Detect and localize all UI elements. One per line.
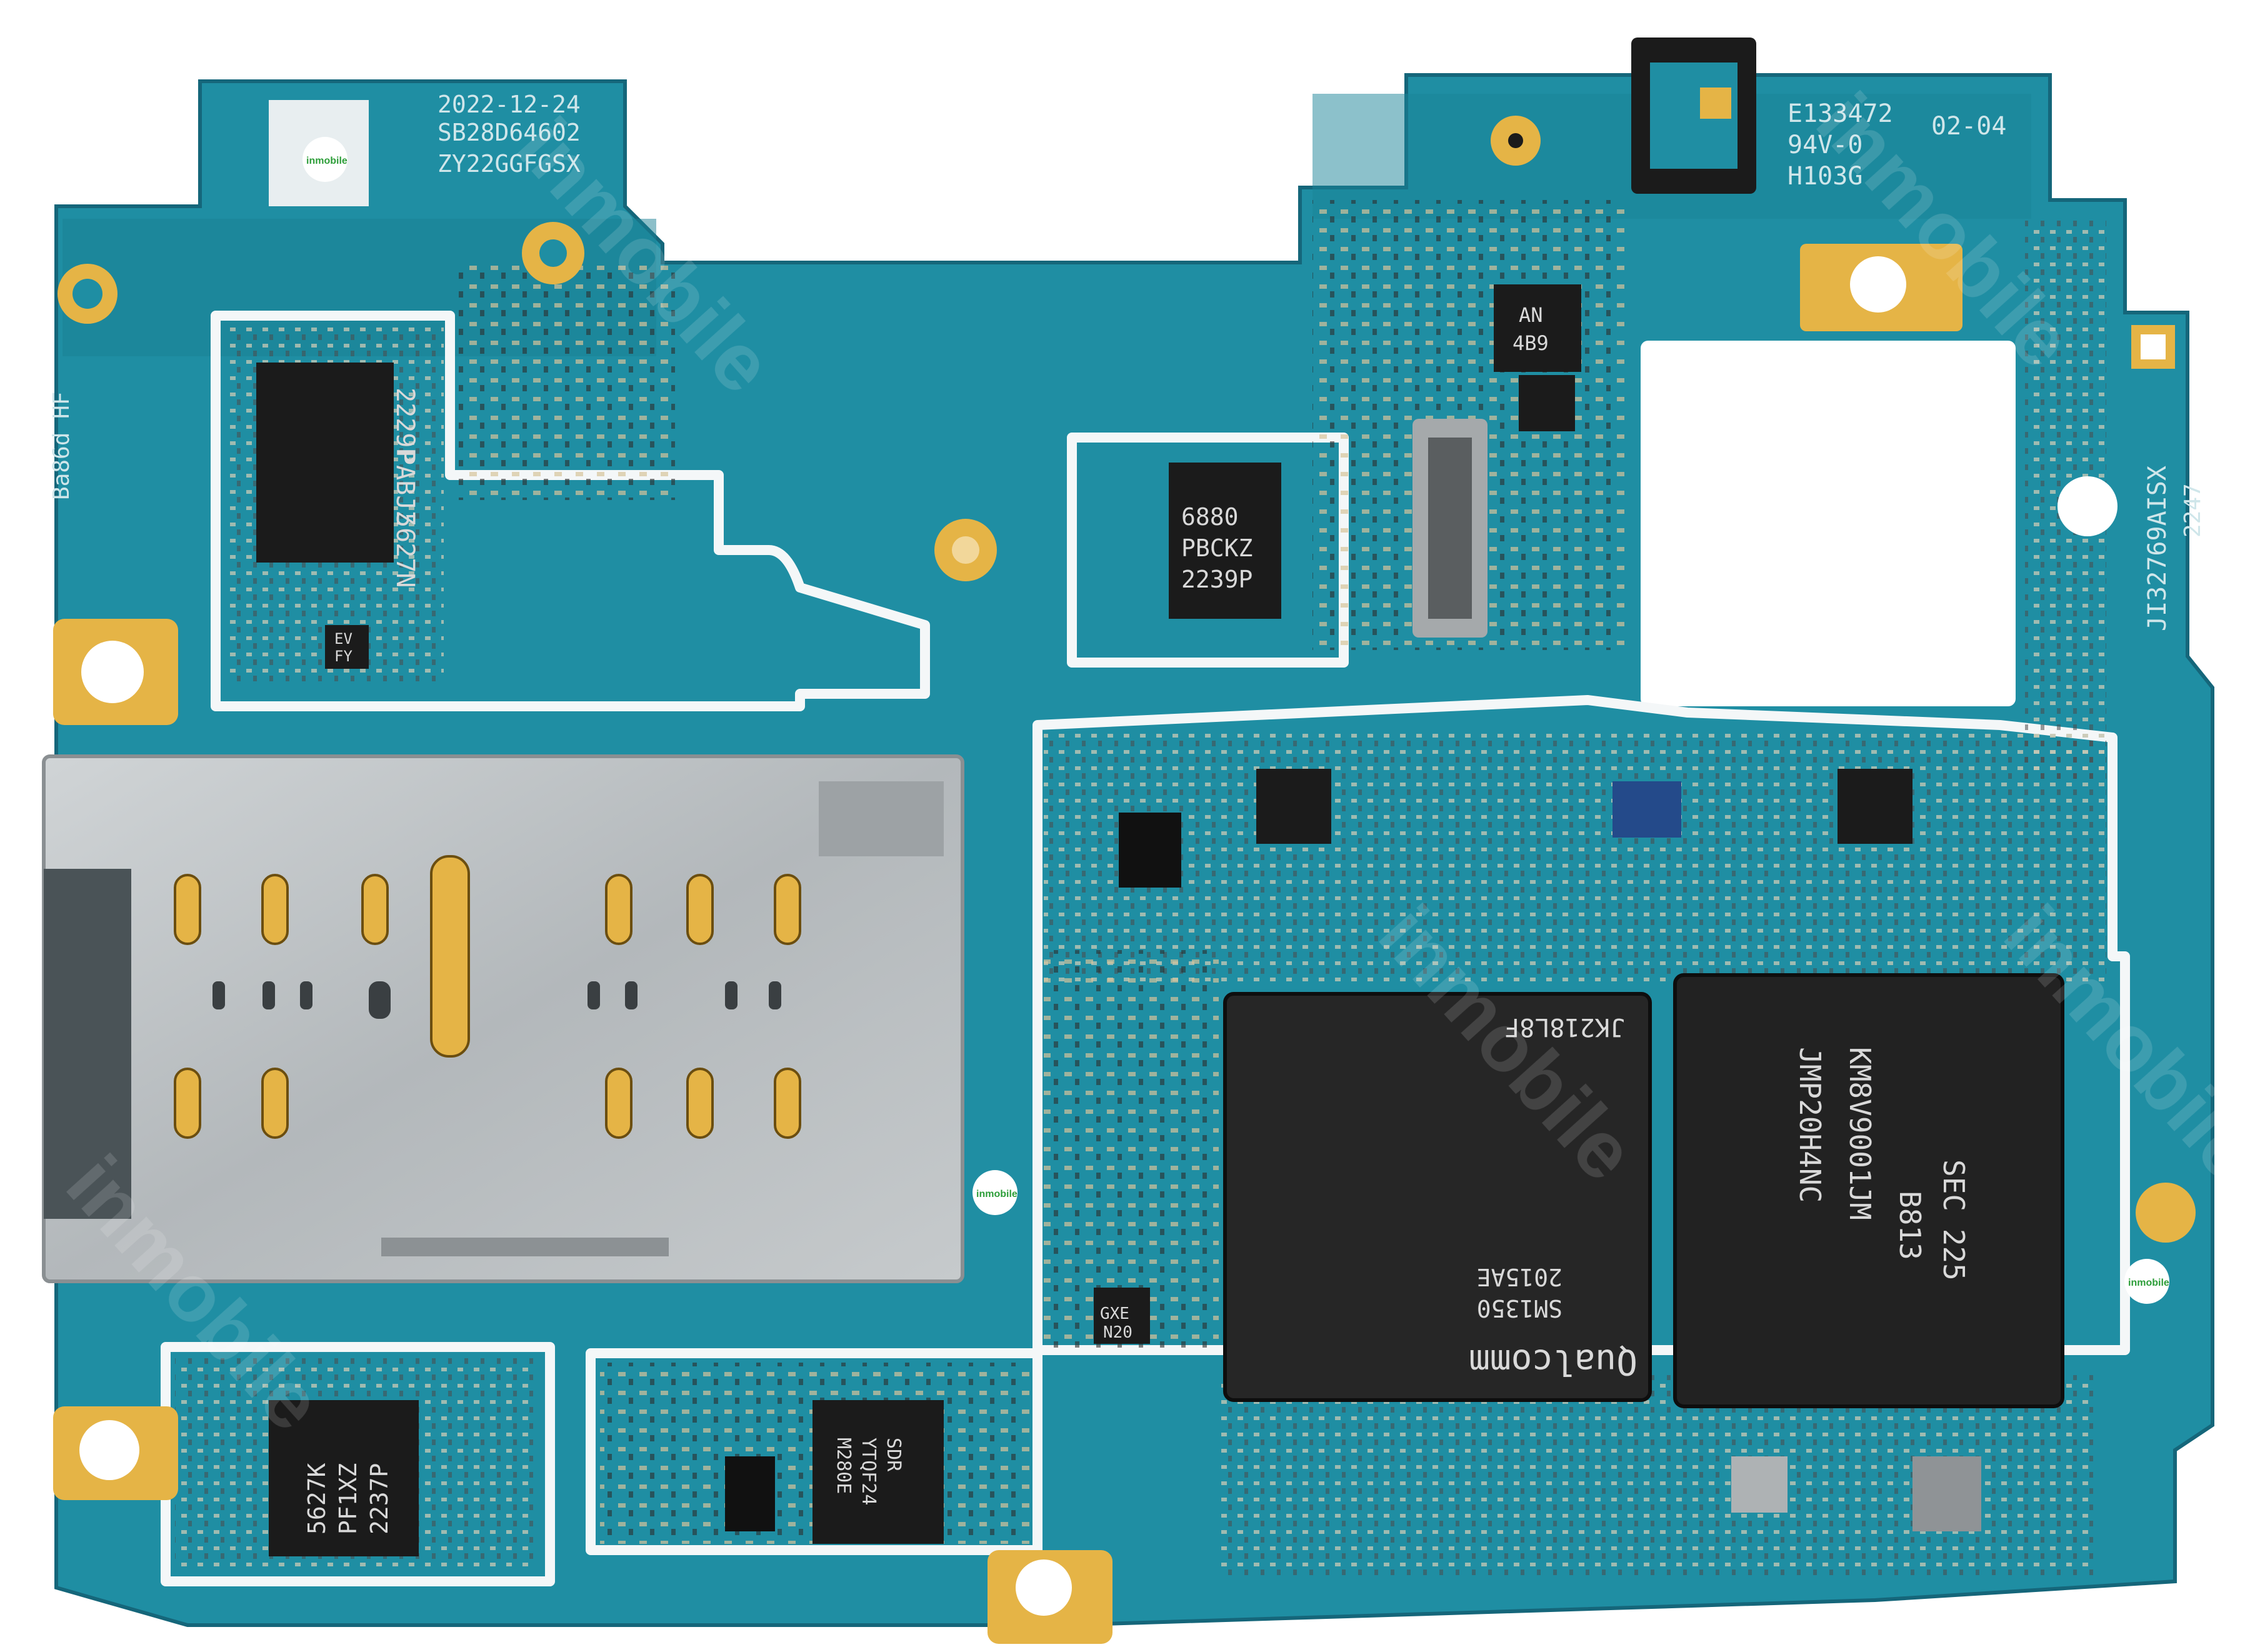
screw-hole-icon <box>2136 1183 2196 1243</box>
watermark-badge: inmobile <box>302 137 348 182</box>
chip-center-top <box>1169 463 1281 619</box>
label-cert-rating: 94V-0 <box>1788 131 1862 159</box>
screw-hole-icon <box>2058 476 2118 536</box>
screw-hole-icon <box>934 519 997 581</box>
chip-center-top-line3: 2239P <box>1181 566 1252 593</box>
connector-icon <box>1631 38 1756 194</box>
smd-components-area <box>456 263 675 500</box>
chip-gxe <box>1094 1288 1150 1344</box>
screw-hole-icon <box>988 1550 1112 1644</box>
watermark-badge-text: inmobile <box>976 1189 1018 1199</box>
small-chip <box>1612 781 1681 838</box>
label-cert-code: H103G <box>1788 162 1862 191</box>
chip-center-top-line1: 6880 <box>1181 503 1239 531</box>
chip-pmic-top-left-line2: PABJZ <box>391 450 419 525</box>
chip-ev <box>325 625 369 669</box>
screw-hole-icon <box>53 619 178 725</box>
label-cert-date: 02-04 <box>1931 112 2006 141</box>
label-code: ZY22GGFGSX <box>438 150 581 178</box>
chip-soc-line1: JK218L8F <box>1504 1013 1625 1041</box>
chip-memory <box>1673 973 2064 1408</box>
chip-bottom-center-line2: YTQF24 <box>858 1438 879 1505</box>
chip-gxe-line2: N20 <box>1103 1323 1132 1342</box>
watermark-badge-text: inmobile <box>306 156 348 166</box>
chip-pmic-bottom-left-line2: PF1XZ <box>334 1463 362 1534</box>
smd-components-area <box>1044 731 2106 981</box>
shield-frame-bottom-left <box>161 1342 555 1586</box>
small-chip <box>1838 769 1912 844</box>
chip-soc-brand: Qualcomm <box>1469 1341 1638 1382</box>
small-chip <box>1912 1456 1981 1531</box>
label-date: 2022-12-24 <box>438 91 581 118</box>
chip-top-right-small <box>1494 284 1581 372</box>
small-chip <box>1256 769 1331 844</box>
label-right-vertical-2: 2247 <box>2180 483 2206 538</box>
smd-components-area <box>1044 950 1219 1350</box>
shield-frame-center-top <box>1067 433 1349 668</box>
watermark-badge-text: inmobile <box>2128 1278 2169 1288</box>
label-left-vertical: Ba86d HF <box>49 392 74 500</box>
watermark-badge: inmobile <box>2124 1259 2169 1304</box>
small-chip <box>725 1456 775 1531</box>
chip-soc-line2: SM1350 <box>1477 1294 1562 1322</box>
chip-top-right-small-line1: AN <box>1519 303 1543 327</box>
chip-pmic-top-left <box>256 363 394 563</box>
chip-ev-line1: EV <box>334 630 352 648</box>
screw-hole-icon <box>2131 325 2175 369</box>
screw-hole-icon <box>58 264 118 324</box>
connector-icon <box>1412 419 1488 638</box>
screw-hole-icon <box>522 222 584 284</box>
small-chip <box>1519 375 1575 431</box>
screw-hole-icon <box>1491 116 1541 166</box>
board-cutout <box>1641 341 2016 706</box>
chip-pmic-top-left-line1: 5627N <box>391 513 419 588</box>
chip-bottom-center-line3: M280E <box>832 1438 854 1494</box>
chip-pmic-bottom-left <box>269 1400 419 1556</box>
label-cert: E133472 <box>1788 99 1893 128</box>
chip-gxe-line1: GXE <box>1100 1304 1129 1323</box>
screw-hole-icon <box>53 1406 178 1500</box>
chip-pmic-bottom-left-line3: 2237P <box>366 1463 393 1534</box>
screw-hole-icon <box>1800 244 1962 331</box>
chip-top-right-small-line2: 4B9 <box>1512 331 1549 355</box>
chip-memory-line2: B813 <box>1893 1191 1927 1260</box>
chip-soc-line3: 2015AE <box>1477 1263 1562 1291</box>
label-serial: SB28D64602 <box>438 119 581 146</box>
chip-memory-line3: KM8V9001JM <box>1843 1047 1877 1220</box>
label-right-vertical: JI32769AISX <box>2143 466 2172 631</box>
chip-memory-line1: SEC 225 <box>1937 1159 1971 1281</box>
chip-center-top-line2: PBCKZ <box>1181 534 1252 562</box>
sim-tray-icon <box>42 754 964 1283</box>
chip-ev-line2: FY <box>334 648 352 665</box>
shield-frame-top-left <box>211 311 930 711</box>
small-chip <box>1731 1456 1788 1513</box>
chip-soc <box>1223 992 1652 1402</box>
small-chip <box>1119 813 1181 888</box>
chip-bottom-center-line1: SDR <box>882 1438 904 1472</box>
chip-bottom-center <box>812 1400 944 1544</box>
watermark-badge: inmobile <box>972 1170 1018 1215</box>
chip-pmic-top-left-line3: 2229P <box>391 388 419 463</box>
chip-memory-line4: JMP20H4NC <box>1793 1047 1827 1203</box>
chip-pmic-bottom-left-line1: 5627K <box>303 1463 331 1534</box>
